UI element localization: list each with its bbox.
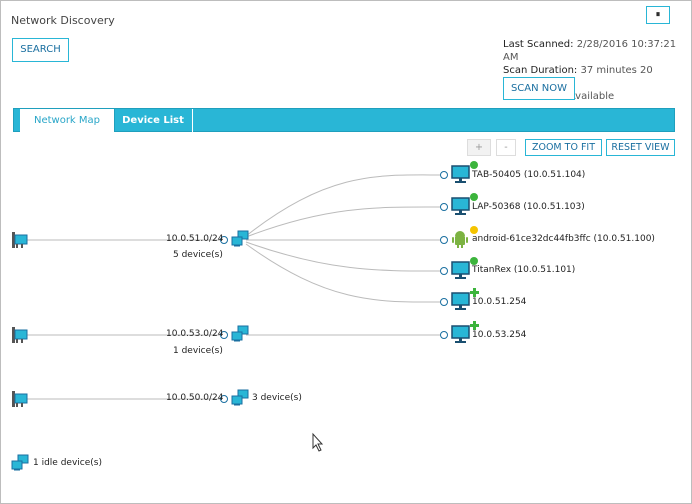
monitor-icon: [451, 197, 470, 215]
tab-device-list[interactable]: Device List: [114, 109, 193, 132]
subnet-node[interactable]: [220, 325, 249, 342]
idle-devices-icon[interactable]: [11, 454, 29, 471]
device-label[interactable]: TitanRex (10.0.51.101): [472, 265, 576, 275]
monitor-icon: [451, 325, 470, 343]
device-node[interactable]: [440, 193, 479, 215]
gateway-icon[interactable]: [12, 232, 28, 248]
last-scanned-value: 2/28/2016 10:37:21 AM: [503, 39, 677, 63]
status-dot-icon: [470, 193, 478, 201]
zoom-to-fit-button[interactable]: ZOOM TO FIT: [525, 139, 602, 156]
android-icon: [452, 231, 468, 248]
device-node[interactable]: [440, 288, 480, 310]
device-label[interactable]: TAB-50405 (10.0.51.104): [472, 170, 586, 180]
subnet-device-count: 1 device(s): [173, 346, 223, 356]
device-node[interactable]: [440, 321, 480, 343]
zoom-out-button[interactable]: -: [496, 139, 516, 156]
connection-lines: [24, 174, 444, 400]
subnet-label: 10.0.53.0/24: [166, 329, 224, 339]
scan-status-value: Available: [568, 91, 615, 102]
monitor-icon: [451, 165, 470, 183]
last-scanned-label: Last Scanned:: [503, 39, 574, 50]
subnet-device-count: 5 device(s): [173, 250, 223, 260]
device-node-dot[interactable]: [440, 171, 448, 179]
zoom-in-button[interactable]: +: [467, 139, 491, 156]
gateway-icon[interactable]: [12, 391, 28, 407]
subnet-node[interactable]: [220, 230, 249, 247]
device-label[interactable]: LAP-50368 (10.0.51.103): [472, 202, 585, 212]
monitor-icon: [451, 292, 470, 310]
tab-network-map[interactable]: Network Map: [20, 109, 115, 132]
monitor-icon: [451, 261, 470, 279]
device-node[interactable]: [440, 226, 479, 248]
device-label[interactable]: android-61ce32dc44fb3ffc (10.0.51.100): [472, 234, 655, 244]
status-dot-icon: [470, 257, 478, 265]
new-device-plus-icon: [470, 288, 479, 297]
subnet-device-count: 3 device(s): [252, 393, 302, 403]
subnet-icon: [231, 325, 249, 342]
device-node[interactable]: [440, 257, 479, 279]
pause-button[interactable]: ⏸: [646, 6, 670, 24]
subnet-label: 10.0.51.0/24: [166, 234, 224, 244]
device-node-dot[interactable]: [440, 236, 448, 244]
scan-now-button[interactable]: SCAN NOW: [503, 77, 575, 100]
subnet-label: 10.0.50.0/24: [166, 393, 224, 403]
subnet-icon: [231, 230, 249, 247]
status-dot-icon: [470, 226, 478, 234]
device-node[interactable]: [440, 161, 479, 183]
idle-devices-label[interactable]: 1 idle device(s): [33, 458, 102, 468]
subnet-node[interactable]: [220, 389, 249, 406]
search-button[interactable]: SEARCH: [12, 38, 69, 62]
mouse-cursor-icon: [312, 432, 324, 452]
gateway-icon[interactable]: [12, 327, 28, 343]
tab-bar: Network Map Device List: [13, 108, 675, 132]
device-node-dot[interactable]: [440, 203, 448, 211]
device-node-dot[interactable]: [440, 331, 448, 339]
subnet-icon: [231, 389, 249, 406]
device-node-dot[interactable]: [440, 298, 448, 306]
scan-duration-label: Scan Duration:: [503, 65, 578, 76]
new-device-plus-icon: [470, 321, 479, 330]
status-dot-icon: [470, 161, 478, 169]
device-node-dot[interactable]: [440, 267, 448, 275]
page-title: Network Discovery: [11, 14, 115, 27]
device-label[interactable]: 10.0.53.254: [472, 330, 527, 340]
device-label[interactable]: 10.0.51.254: [472, 297, 527, 307]
reset-view-button[interactable]: RESET VIEW: [606, 139, 675, 156]
